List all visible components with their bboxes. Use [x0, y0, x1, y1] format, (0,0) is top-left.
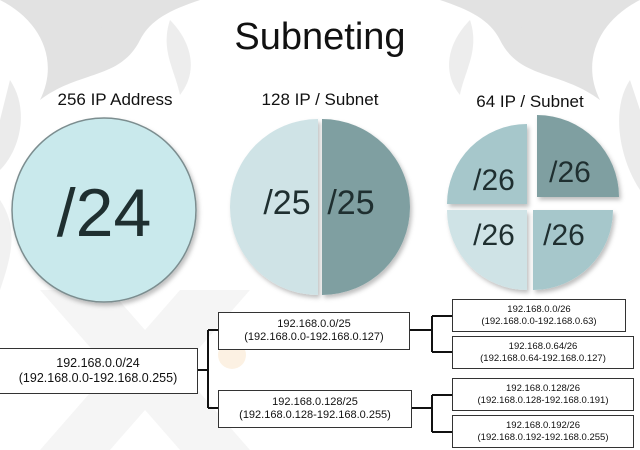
- tree-node-root: 192.168.0.0/24 (192.168.0.0-192.168.0.25…: [0, 348, 198, 394]
- quarter-26-top-right: [537, 115, 619, 197]
- tree-node-mid-2: 192.168.0.128/25 (192.168.0.128-192.168.…: [218, 390, 412, 428]
- label-26-top-right: /26: [549, 156, 591, 189]
- tree-node-leaf-2: 192.168.0.64/26 (192.168.0.64-192.168.0.…: [452, 336, 634, 369]
- heading-256-ip: 256 IP Address: [57, 90, 173, 109]
- mid-2-range: (192.168.0.128-192.168.0.255): [239, 409, 391, 421]
- label-25-right: /25: [327, 184, 374, 222]
- heading-128-ip: 128 IP / Subnet: [261, 90, 379, 109]
- floral-ornament-right: [440, 0, 640, 190]
- quarter-26-bottom-left: [447, 210, 527, 290]
- leaf-3-range: (192.168.0.128-192.168.0.191): [477, 394, 609, 406]
- tree-node-mid-1: 192.168.0.0/25 (192.168.0.0-192.168.0.12…: [218, 312, 410, 350]
- label-25-left: /25: [263, 184, 310, 222]
- tree-node-leaf-1: 192.168.0.0/26 (192.168.0.0-192.168.0.63…: [452, 299, 626, 332]
- mid-1-network: 192.168.0.0/25: [277, 317, 351, 330]
- leaf-2-range: (192.168.0.64-192.168.0.127): [480, 352, 606, 364]
- label-26-bottom-right: /26: [543, 219, 585, 252]
- circle-24: [11, 117, 197, 303]
- half-25-left: [230, 119, 318, 295]
- quarter-26-top-left: [447, 124, 527, 204]
- label-26-bottom-left: /26: [473, 219, 515, 252]
- leaf-4-range: (192.168.0.192-192.168.0.255): [477, 431, 609, 443]
- quarter-26-bottom-right: [533, 210, 613, 290]
- label-26-top-left: /26: [473, 164, 515, 197]
- tree-node-leaf-3: 192.168.0.128/26 (192.168.0.128-192.168.…: [452, 378, 634, 411]
- leaf-2-network: 192.168.0.64/26: [508, 341, 578, 353]
- slide-title: Subneting: [234, 16, 406, 58]
- mid-1-range: (192.168.0.0-192.168.0.127): [244, 331, 384, 343]
- leaf-3-network: 192.168.0.128/26: [506, 383, 580, 395]
- label-24: /24: [57, 175, 152, 251]
- root-range: (192.168.0.0-192.168.0.255): [18, 371, 178, 385]
- tree-connectors: [198, 315, 452, 433]
- floral-ornament-left: [0, 0, 200, 290]
- leaf-4-network: 192.168.0.192/26: [506, 420, 580, 432]
- mid-2-network: 192.168.0.128/25: [272, 395, 358, 408]
- leaf-1-range: (192.168.0.0-192.168.0.63): [481, 315, 597, 327]
- leaf-1-network: 192.168.0.0/26: [507, 304, 571, 316]
- tree-node-leaf-4: 192.168.0.192/26 (192.168.0.192-192.168.…: [452, 415, 634, 448]
- half-25-right: [322, 119, 410, 295]
- root-network: 192.168.0.0/24: [56, 356, 140, 370]
- heading-64-ip: 64 IP / Subnet: [476, 92, 584, 111]
